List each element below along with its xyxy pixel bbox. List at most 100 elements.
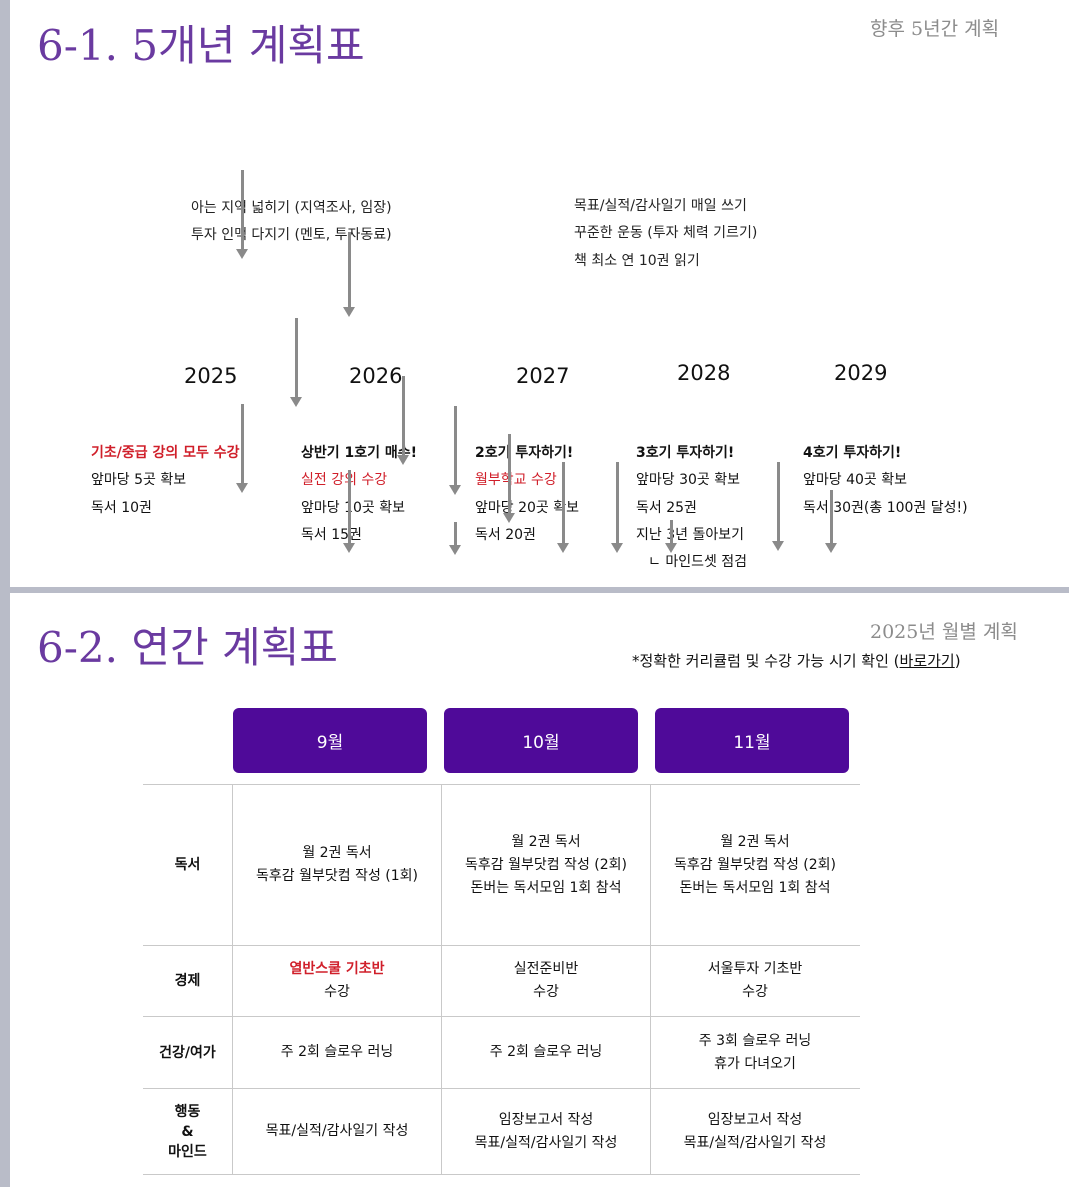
cell-line: 임장보고서 작성 xyxy=(498,1111,594,1128)
curriculum-note-close: ) xyxy=(954,652,961,670)
cell-line: 수강 xyxy=(742,984,768,1000)
goal-2028-mindset: ㄴ 마인드셋 점검 xyxy=(648,554,748,570)
section2-title: 6-2. 연간 계획표 xyxy=(37,623,338,672)
goal-2025-reading: 독서 10권 xyxy=(91,500,152,516)
table-cell: 실전준비반 수강 xyxy=(442,946,650,1016)
goal-2025-region: 앞마당 5곳 확보 xyxy=(91,472,187,488)
month-header-nov: 11월 xyxy=(655,708,849,773)
goal-2028-invest: 3호기 투자하기! xyxy=(636,445,735,461)
table-cell: 주 2회 슬로우 러닝 xyxy=(233,1017,441,1088)
arrow-down-icon xyxy=(503,434,515,523)
row-label-health: 건강/여가 xyxy=(159,1044,216,1061)
section1-title: 6-1. 5개년 계획표 xyxy=(37,21,365,70)
row-label-line: & xyxy=(181,1123,194,1140)
arrow-down-icon xyxy=(290,318,302,407)
cell-line: 월 2권 독서 xyxy=(302,845,372,861)
table-line xyxy=(232,784,233,1175)
goal-2027-course: 월부학교 수강 xyxy=(475,472,557,488)
table-cell: 월 2권 독서 독후감 월부닷컴 작성 (2회) 돈버는 독서모임 1회 참석 xyxy=(651,785,859,945)
arrow-down-icon xyxy=(772,462,784,551)
section-divider xyxy=(0,587,1069,593)
goal-2027-invest: 2호기 투자하기! xyxy=(475,445,574,461)
row-label-action-mind: 행동 & 마인드 xyxy=(143,1089,232,1174)
row-label-line: 행동 xyxy=(174,1103,201,1120)
goal-2028-reading: 독서 25권 xyxy=(636,500,697,516)
table-cell: 월 2권 독서 독후감 월부닷컴 작성 (1회) xyxy=(233,785,441,945)
table-cell: 열반스쿨 기초반 수강 xyxy=(233,946,441,1016)
curriculum-note: *정확한 커리큘럼 및 수강 가능 시기 확인 (바로가기) xyxy=(632,650,961,671)
goal-2026-reading: 독서 15권 xyxy=(301,527,362,543)
goal-2028-review: 지난 3년 돌아보기 xyxy=(636,527,744,543)
arrow-down-icon xyxy=(449,522,461,555)
arrow-down-icon xyxy=(343,470,355,553)
cell-line: 주 2회 슬로우 러닝 xyxy=(489,1044,603,1060)
goal-2028-region: 앞마당 30곳 확보 xyxy=(636,472,740,488)
cell-line: 열반스쿨 기초반 xyxy=(289,961,385,977)
cell-line: 독후감 월부닷컴 작성 (2회) xyxy=(674,856,836,873)
section1-subtitle: 향후 5년간 계획 xyxy=(870,18,1000,40)
cell-line: 독후감 월부닷컴 작성 (2회) xyxy=(465,856,627,873)
note-right-2: 꾸준한 운동 (투자 체력 기르기) xyxy=(574,225,758,241)
table-line xyxy=(143,784,860,785)
goal-2029-region: 앞마당 40곳 확보 xyxy=(803,472,907,488)
left-border-bottom xyxy=(0,593,10,1187)
cell-line: 수강 xyxy=(324,984,350,1000)
row-label-line: 마인드 xyxy=(168,1143,207,1160)
arrow-down-icon xyxy=(557,462,569,553)
cell-line: 월 2권 독서 xyxy=(511,833,581,850)
cell-line: 월 2권 독서 xyxy=(720,833,790,850)
table-cell: 서울투자 기초반 수강 xyxy=(651,946,859,1016)
goal-2029-invest: 4호기 투자하기! xyxy=(803,445,902,461)
table-cell: 임장보고서 작성 목표/실적/감사일기 작성 xyxy=(442,1089,650,1174)
arrow-down-icon xyxy=(343,232,355,317)
year-2026: 2026 xyxy=(349,364,403,388)
table-line xyxy=(143,1088,860,1089)
table-cell: 주 2회 슬로우 러닝 xyxy=(442,1017,650,1088)
year-2025: 2025 xyxy=(184,364,238,388)
goal-2026-region: 앞마당 10곳 확보 xyxy=(301,500,405,516)
note-right-3: 책 최소 연 10권 읽기 xyxy=(574,253,700,269)
table-line xyxy=(143,1174,860,1175)
table-cell: 목표/실적/감사일기 작성 xyxy=(233,1089,441,1174)
year-2029: 2029 xyxy=(834,361,888,385)
arrow-down-icon xyxy=(236,404,248,493)
note-left-2: 투자 인맥 다지기 (멘토, 투자동료) xyxy=(191,227,392,243)
cell-line: 실전준비반 xyxy=(513,961,579,977)
arrow-down-icon xyxy=(236,170,248,259)
row-label-reading: 독서 xyxy=(174,857,201,873)
arrow-down-icon xyxy=(665,520,677,553)
arrow-down-icon xyxy=(825,490,837,553)
curriculum-note-text: *정확한 커리큘럼 및 수강 가능 시기 확인 ( xyxy=(632,652,900,670)
goal-2027-reading: 독서 20권 xyxy=(475,527,536,543)
cell-line: 목표/실적/감사일기 작성 xyxy=(683,1134,827,1151)
goal-2029-reading: 독서 30권(총 100권 달성!) xyxy=(803,500,968,516)
goal-2026-purchase: 상반기 1호기 매수! xyxy=(301,445,418,461)
cell-line: 주 2회 슬로우 러닝 xyxy=(280,1044,394,1060)
year-2027: 2027 xyxy=(516,364,570,388)
row-label-economy: 경제 xyxy=(174,973,201,989)
shortcut-link[interactable]: 바로가기 xyxy=(899,652,955,670)
cell-line: 서울투자 기초반 xyxy=(707,961,803,977)
left-border-top xyxy=(0,0,10,587)
table-cell: 월 2권 독서 독후감 월부닷컴 작성 (2회) 돈버는 독서모임 1회 참석 xyxy=(442,785,650,945)
cell-line: 수강 xyxy=(533,984,559,1000)
note-right-1: 목표/실적/감사일기 매일 쓰기 xyxy=(574,198,747,214)
cell-line: 주 3회 슬로우 러닝 xyxy=(698,1032,812,1049)
cell-line: 임장보고서 작성 xyxy=(707,1111,803,1128)
table-line xyxy=(143,945,860,946)
goal-2026-course: 실전 강의 수강 xyxy=(301,472,388,488)
cell-line: 독후감 월부닷컴 작성 (1회) xyxy=(256,868,418,884)
month-header-sep: 9월 xyxy=(233,708,427,773)
table-cell: 주 3회 슬로우 러닝 휴가 다녀오기 xyxy=(651,1017,859,1088)
arrow-down-icon xyxy=(449,406,461,495)
table-line xyxy=(441,784,442,1175)
cell-line: 휴가 다녀오기 xyxy=(714,1055,796,1072)
arrow-down-icon xyxy=(611,462,623,553)
section2-subtitle: 2025년 월별 계획 xyxy=(870,621,1018,643)
cell-line: 목표/실적/감사일기 작성 xyxy=(265,1123,409,1139)
cell-line: 돈버는 독서모임 1회 참석 xyxy=(470,879,622,896)
note-left-1: 아는 지역 넓히기 (지역조사, 임장) xyxy=(191,200,392,216)
table-cell: 임장보고서 작성 목표/실적/감사일기 작성 xyxy=(651,1089,859,1174)
table-line xyxy=(143,1016,860,1017)
cell-line: 목표/실적/감사일기 작성 xyxy=(474,1134,618,1151)
